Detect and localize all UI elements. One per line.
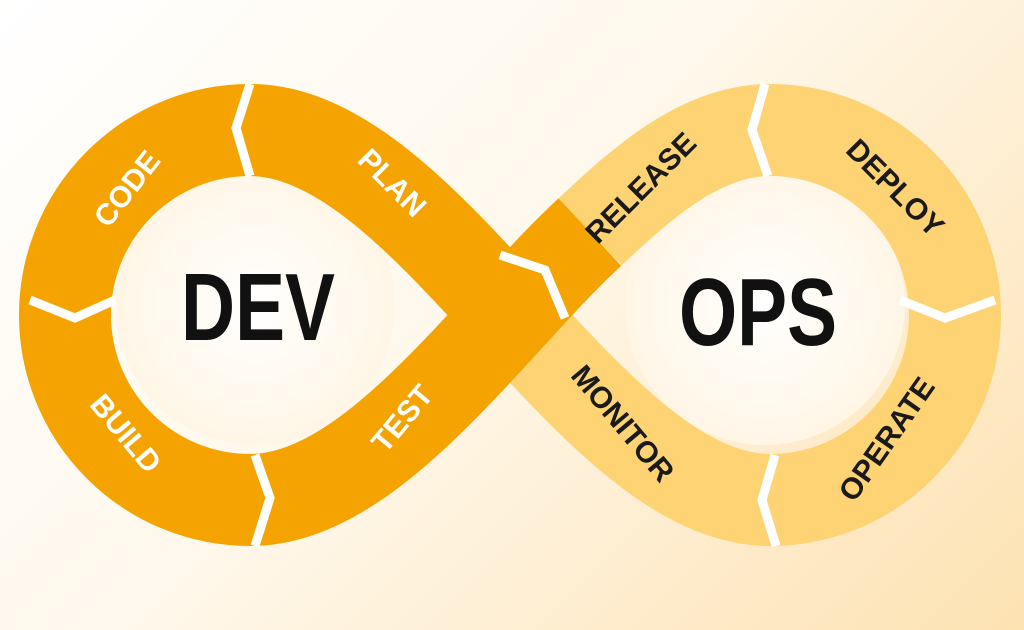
dev-crossing-band xyxy=(247,198,622,546)
dev-title: DEV xyxy=(181,254,335,361)
stage-separators xyxy=(28,82,997,548)
plan-band xyxy=(247,84,544,347)
ops-title: OPS xyxy=(679,259,837,366)
release-band xyxy=(558,84,773,266)
dev-inner-circle xyxy=(115,165,395,445)
ops-inner-circle xyxy=(625,165,905,445)
